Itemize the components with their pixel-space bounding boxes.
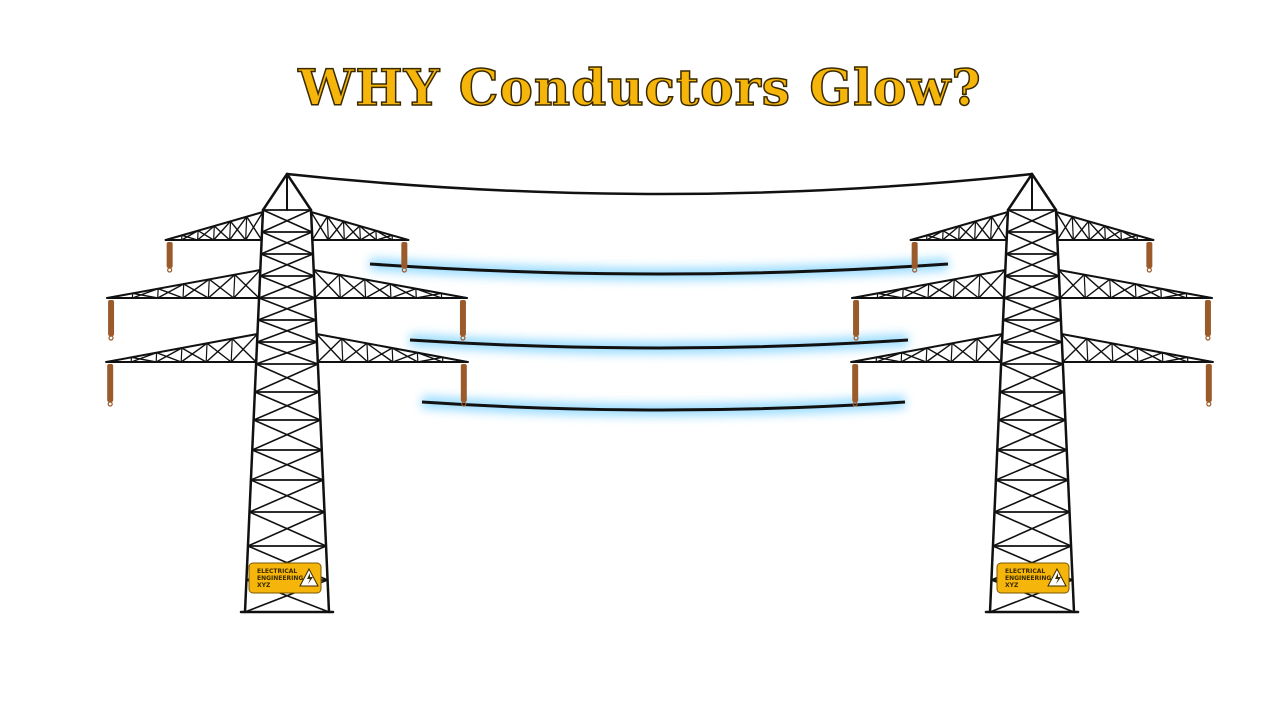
left-tower-insulator-3-right xyxy=(461,364,467,406)
sign-line-3: XYZ xyxy=(1005,582,1019,589)
conductors xyxy=(370,264,948,410)
right-warning-sign: ELECTRICAL ENGINEERING XYZ xyxy=(997,563,1069,593)
sign-line-2: ENGINEERING xyxy=(257,575,303,582)
sign-line-1: ELECTRICAL xyxy=(257,568,297,575)
sign-line-2: ENGINEERING xyxy=(1005,575,1051,582)
left-tower-insulator-2-left xyxy=(108,300,114,340)
left-transmission-tower xyxy=(106,174,468,612)
left-tower-insulator-3-left xyxy=(107,364,113,406)
left-tower-insulator-1-right xyxy=(401,242,407,272)
page-title: WHY Conductors Glow? xyxy=(0,58,1280,117)
sign-line-3: XYZ xyxy=(257,582,271,589)
left-tower-insulator-2-right xyxy=(460,300,466,340)
right-tower-insulator-1-right xyxy=(1146,242,1152,272)
right-tower-insulator-3-left xyxy=(852,364,858,406)
right-tower-insulator-2-right xyxy=(1205,300,1211,340)
right-transmission-tower xyxy=(851,174,1213,612)
right-tower-insulator-3-right xyxy=(1206,364,1212,406)
right-tower-insulator-1-left xyxy=(912,242,918,272)
right-tower-insulator-2-left xyxy=(853,300,859,340)
left-warning-sign: ELECTRICAL ENGINEERING XYZ xyxy=(249,563,321,593)
sign-line-1: ELECTRICAL xyxy=(1005,568,1045,575)
left-tower-insulator-1-left xyxy=(167,242,173,272)
shield-wire xyxy=(287,174,1032,194)
